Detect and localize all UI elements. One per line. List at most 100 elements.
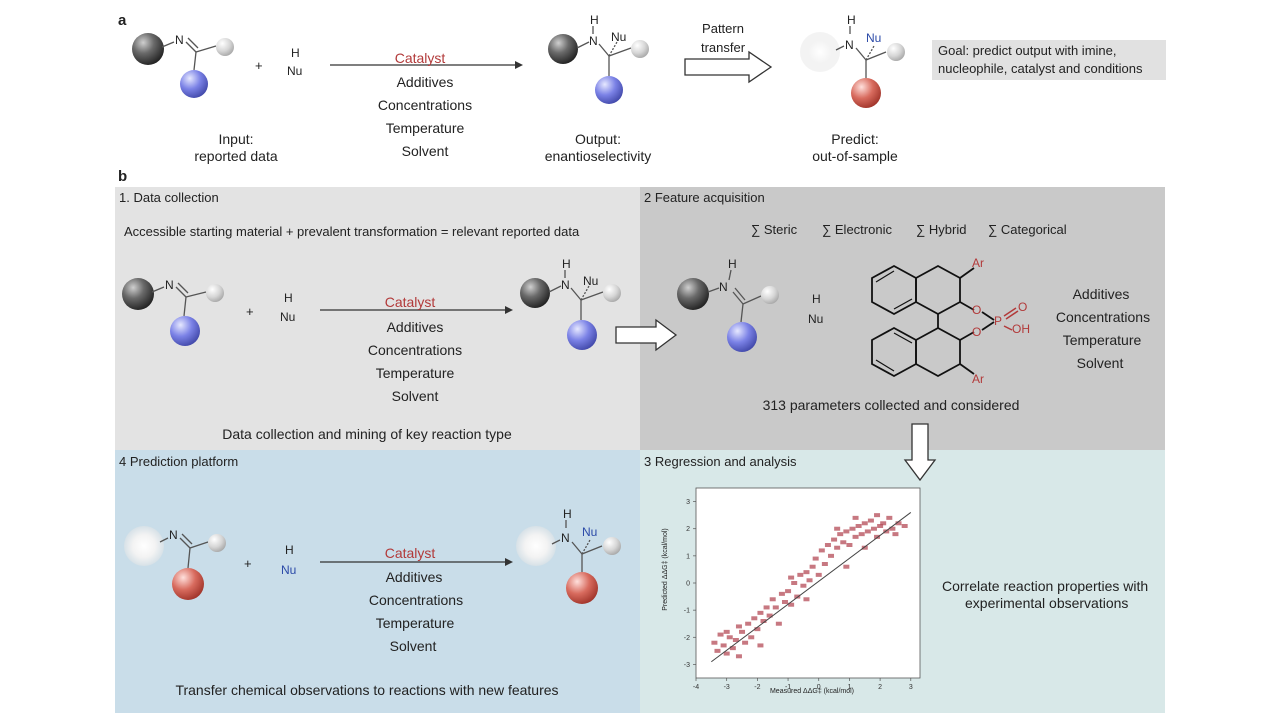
data-point (889, 526, 896, 531)
arrow-label-temperature: Temperature (375, 615, 455, 631)
output-amine-structure: H N Nu (545, 12, 655, 107)
nucleophile-h: H (285, 543, 294, 557)
feature-electronic: ∑ Electronic (822, 222, 892, 237)
arrow-label-concentrations: Concentrations (367, 342, 463, 358)
data-point (883, 529, 890, 534)
arrow-label-solvent: Solvent (391, 388, 439, 404)
q4-title: 4 Prediction platform (119, 454, 239, 469)
pattern-transfer-2: transfer (700, 40, 746, 55)
y-tick-label: -1 (684, 608, 690, 615)
data-point (720, 643, 727, 648)
imine-bonds (151, 282, 207, 317)
condition-additives: Additives (1072, 286, 1130, 302)
arrow-label-additives: Additives (385, 569, 443, 585)
arrow-label-catalyst: Catalyst (384, 294, 436, 310)
data-point (843, 564, 850, 569)
data-point (895, 521, 902, 526)
data-point (735, 654, 742, 659)
plus-sign: + (246, 304, 254, 319)
red-ball-icon (566, 572, 598, 604)
y-tick-label: -2 (684, 635, 690, 642)
x-tick-label: 2 (878, 684, 882, 691)
data-point (809, 564, 816, 569)
data-point (778, 591, 785, 596)
red-ball-icon (851, 78, 881, 108)
data-point (886, 515, 893, 520)
condition-temperature: Temperature (1062, 332, 1142, 348)
data-point (726, 635, 733, 640)
output-caption-2: enantioselectivity (544, 148, 652, 164)
q4-amine-structure: H N Nu (516, 506, 628, 606)
x-tick-label: -1 (785, 684, 791, 691)
amine-h-label: H (562, 257, 571, 271)
data-point (864, 529, 871, 534)
data-point (815, 572, 822, 577)
amine-bonds (576, 26, 632, 76)
data-point (846, 543, 853, 547)
data-point (781, 600, 788, 604)
data-point (788, 575, 795, 580)
q1-amine-structure: H N Nu (517, 256, 627, 351)
x-axis-label: Measured ΔΔG‡ (kcal/mol) (769, 688, 855, 695)
grey-ball-icon (603, 284, 621, 302)
data-point (858, 532, 865, 537)
iminium-bonds (707, 269, 762, 323)
data-point (785, 589, 792, 594)
reaction-arrow (330, 61, 523, 69)
predicted-nu-label: Nu (866, 31, 882, 45)
data-point (874, 513, 881, 518)
data-point (824, 543, 831, 547)
imine-bonds (161, 37, 217, 71)
data-point (760, 619, 767, 623)
data-point (717, 632, 724, 637)
arrow-label-concentrations: Concentrations (368, 592, 464, 608)
grey-ball-icon (206, 284, 224, 302)
data-point (757, 610, 764, 615)
feature-hybrid: ∑ Hybrid (916, 222, 967, 237)
panel-b-letter: b (118, 168, 128, 185)
y-axis-label: Predicted ΔΔG‡ (kcal/mol) (661, 528, 669, 611)
amine-h-label: H (563, 507, 572, 521)
arrow-label-additives: Additives (386, 319, 444, 335)
data-point (880, 521, 887, 526)
iminium-structure: H N (677, 256, 787, 352)
x-tick-label: 0 (817, 684, 821, 691)
goal-box: Goal: predict output with imine, nucleop… (932, 40, 1166, 80)
data-point (852, 534, 859, 539)
y-tick-label: 2 (686, 526, 690, 533)
data-point (803, 570, 810, 575)
grey-ball-icon (761, 286, 779, 304)
data-point (729, 646, 736, 651)
condition-solvent: Solvent (1076, 355, 1124, 371)
nucleophile-h: H (291, 46, 300, 60)
binol-phosphoric-acid-structure: Ar O O P O OH Ar (862, 250, 1032, 390)
blue-ball-icon (727, 322, 757, 352)
correlate-line-2: experimental observations (965, 595, 1129, 611)
q4-footer: Transfer chemical observations to reacti… (175, 682, 559, 698)
data-point (714, 648, 721, 653)
data-point (861, 545, 868, 550)
q2-title: 2 Feature acquisition (644, 190, 765, 205)
white-ball-icon (516, 526, 556, 566)
data-point (812, 556, 819, 561)
data-point (852, 515, 859, 520)
data-point (892, 532, 899, 537)
imine-n-label: N (165, 278, 174, 292)
grey-ball-icon (887, 43, 905, 61)
data-point (855, 524, 862, 528)
input-caption-2: reported data (194, 148, 278, 164)
hollow-down-arrow-icon (903, 423, 937, 482)
reaction-arrow (320, 306, 513, 314)
data-point (735, 624, 742, 629)
arrow-label-catalyst: Catalyst (384, 545, 436, 561)
correlate-line-1: Correlate reaction properties with (942, 578, 1149, 594)
reaction-arrow (320, 558, 513, 566)
pattern-transfer-1: Pattern (702, 21, 744, 36)
amine-nu-label: Nu (611, 30, 627, 44)
data-point (742, 640, 749, 645)
data-point (775, 621, 782, 626)
data-point (870, 526, 877, 531)
data-point (788, 602, 795, 607)
catalyst-p: P (994, 314, 1003, 328)
data-point (843, 529, 850, 534)
